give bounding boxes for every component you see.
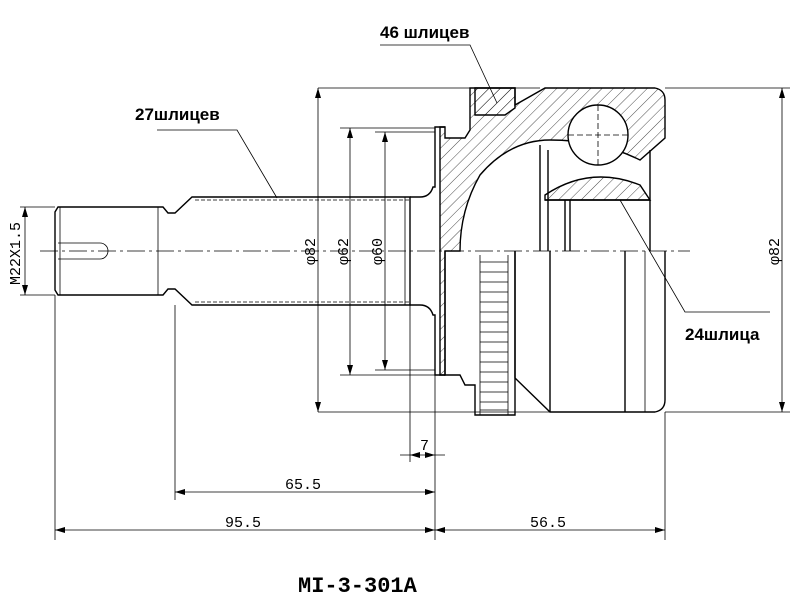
part-number: MI-3-301A bbox=[298, 574, 418, 599]
dim-95-5: 95.5 bbox=[225, 515, 261, 532]
dim-dia-62: φ62 bbox=[336, 238, 353, 265]
dim-dia-82-left: φ82 bbox=[303, 238, 320, 265]
dim-7: 7 bbox=[420, 438, 429, 455]
abs-ring bbox=[479, 255, 509, 415]
dimension-lines bbox=[20, 87, 790, 540]
dim-56-5: 56.5 bbox=[530, 515, 566, 532]
label-27-splines: 27шлицев bbox=[135, 105, 220, 124]
dim-thread: M22X1.5 bbox=[8, 222, 25, 285]
leaders bbox=[157, 44, 770, 313]
dim-dia-82-right: φ82 bbox=[767, 238, 784, 265]
dim-dia-60: φ60 bbox=[370, 238, 387, 265]
dim-65-5: 65.5 bbox=[285, 477, 321, 494]
label-24-splines: 24шлица bbox=[685, 325, 760, 344]
stub-shaft bbox=[54, 126, 445, 376]
label-46-splines: 46 шлицев bbox=[380, 23, 469, 42]
housing-exterior bbox=[444, 251, 666, 416]
housing-section bbox=[439, 87, 666, 376]
